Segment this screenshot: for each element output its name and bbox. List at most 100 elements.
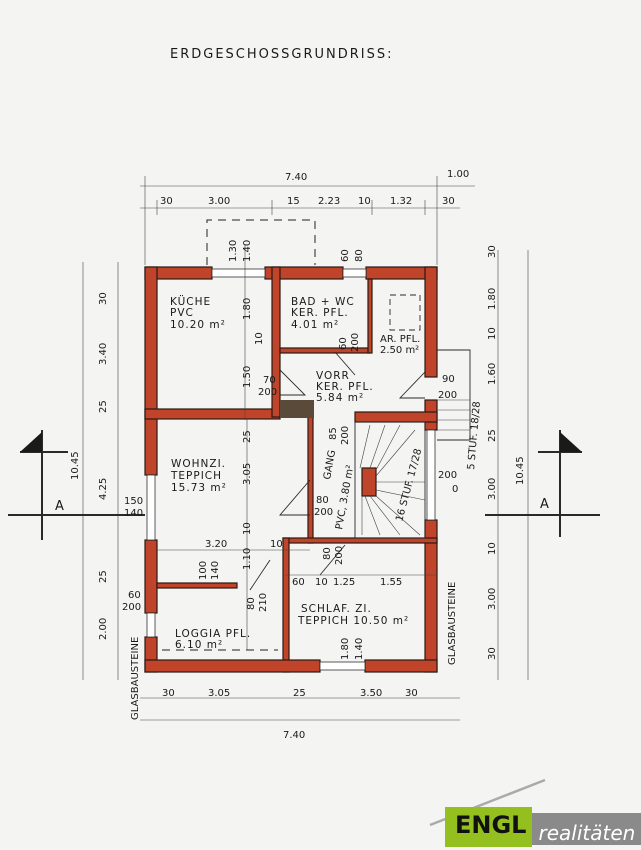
dim-right-total: 10.45 (515, 456, 526, 485)
dimension-label: 210 (258, 593, 269, 612)
dim-right: 30 (487, 647, 498, 660)
dimension-label: 0 (452, 484, 458, 495)
dimension-label: 1.55 (380, 577, 402, 588)
plan-title: ERDGESCHOSSGRUNDRISS: (170, 47, 394, 62)
dimension-label: 200 (334, 546, 345, 565)
dimension-label: 140 (124, 508, 143, 519)
dimension-label: WOHNZI. (171, 458, 226, 470)
dimension-label: 100 (198, 561, 209, 580)
dim-left: 3.40 (98, 343, 109, 365)
dimension-label: 25 (242, 430, 253, 443)
left-dimensions: 10.45 30 3.40 25 4.25 25 2.00 GLASBAUSTE… (70, 262, 141, 720)
dimension-label: 140 (210, 561, 221, 580)
dimension-label: SCHLAF. ZI. (301, 603, 372, 615)
windows[interactable] (146, 268, 436, 671)
dim-top: 30 (160, 196, 173, 207)
dimension-label: TEPPICH 10.50 m² (297, 615, 409, 627)
dimension-label: BAD + WC (291, 296, 355, 308)
dim-top: 3.00 (208, 196, 230, 207)
dimension-label: 1.30 (228, 240, 239, 262)
dimension-label: 1.40 (354, 638, 365, 660)
logo-suffix: realitäten (532, 813, 641, 845)
engl-realitaeten-logo: ENGL realitäten (445, 807, 641, 847)
dimension-label: 1.10 (242, 548, 253, 570)
dim-bottom: 25 (293, 688, 306, 699)
dimension-label: KER. PFL. (316, 381, 374, 393)
outside-staircase: 5 STUF. 18/28 (437, 349, 483, 470)
top-dimensions: 7.40 1.00 30 3.00 15 2.23 10 1.32 30 (140, 169, 475, 265)
dimension-label: 2.50 m² (380, 345, 419, 356)
inner-dimensions: 1.30 1.40 60 80 1.80 10 1.50 70 200 60 2… (122, 240, 458, 660)
room-schlafzimmer: SCHLAF. ZI. TEPPICH 10.50 m² (297, 603, 409, 627)
dimension-label: 15.73 m² (171, 482, 227, 494)
dimension-label: 1.50 (242, 366, 253, 388)
dimension-label: 85 (328, 427, 339, 440)
dim-top: 10 (358, 196, 371, 207)
dim-bottom: 3.05 (208, 688, 230, 699)
dim-left: 25 (98, 400, 109, 413)
glass-label-left: GLASBAUSTEINE (130, 637, 141, 720)
dimension-label: 4.01 m² (291, 319, 339, 331)
dimension-label: 90 (442, 374, 455, 385)
dim-right: 1.60 (487, 363, 498, 385)
dim-right: 3.00 (487, 588, 498, 610)
section-label: A (540, 497, 549, 512)
dim-bottom: 30 (162, 688, 175, 699)
dimension-label: 80 (354, 249, 365, 262)
room-abstellraum: AR. PFL. 2.50 m² (380, 334, 420, 356)
dim-top: 2.23 (318, 196, 340, 207)
dim-top-total: 7.40 (285, 172, 307, 183)
dimension-label: 70 (263, 375, 276, 386)
dimension-label: 10 (254, 332, 265, 345)
dim-right: 10 (487, 542, 498, 555)
dim-right: 30 (487, 245, 498, 258)
dim-right: 10 (487, 327, 498, 340)
dim-top: 15 (287, 196, 300, 207)
dimension-label: 1.80 (340, 638, 351, 660)
dimension-label: 200 (258, 387, 277, 398)
dimension-label: 5.84 m² (316, 392, 364, 404)
dimension-label: 1.40 (242, 240, 253, 262)
dim-left: 2.00 (98, 618, 109, 640)
dimension-label: LOGGIA PFL. (175, 628, 251, 640)
dimension-label: VORR (316, 370, 350, 382)
dimension-label: 200 (340, 426, 351, 445)
dimension-label: 200 (350, 333, 361, 352)
dimension-label: 3.05 (242, 463, 253, 485)
dim-left-total: 10.45 (70, 451, 81, 480)
dim-left: 30 (98, 292, 109, 305)
dim-top: 30 (442, 196, 455, 207)
walls (144, 266, 438, 673)
dimension-label: 10.20 m² (170, 319, 226, 331)
canopy-outline (206, 219, 316, 265)
dimension-label: 60 (340, 249, 351, 262)
glass-label-right: GLASBAUSTEINE (447, 582, 458, 665)
dimension-label: 60 (128, 590, 141, 601)
dimension-label: 10 (242, 522, 253, 535)
dimension-label: 80 (322, 547, 333, 560)
room-bad: BAD + WC KER. PFL. 4.01 m² (291, 296, 355, 331)
door-swings (162, 294, 426, 651)
dim-top: 1.32 (390, 196, 412, 207)
dimension-label: 150 (124, 496, 143, 507)
dimension-label: KER. PFL. (291, 307, 349, 319)
dimension-label: 80 (316, 495, 329, 506)
room-kueche: KÜCHE PVC 10.20 m² (170, 295, 226, 331)
dimension-label: 80 (246, 597, 257, 610)
inner-dimension-lines (157, 245, 437, 650)
dim-left: 25 (98, 570, 109, 583)
right-dimensions: 10.45 30 1.80 10 1.60 25 3.00 10 3.00 30… (447, 245, 529, 680)
room-gang: GANG PVC, 3.80 m² (322, 449, 356, 530)
section-label: A (55, 499, 64, 514)
room-loggia: LOGGIA PFL. 6.10 m² (175, 628, 251, 651)
chimney (280, 400, 314, 418)
section-marker-right: A (485, 430, 600, 537)
dimension-label: 1.25 (333, 577, 355, 588)
dim-bottom: 30 (405, 688, 418, 699)
dimension-label: KÜCHE (170, 295, 211, 308)
dimension-label: AR. PFL. (380, 334, 420, 345)
dim-left: 4.25 (98, 478, 109, 500)
dimension-label: PVC, 3.80 m² (334, 464, 356, 530)
dim-top-extra: 1.00 (447, 169, 469, 180)
